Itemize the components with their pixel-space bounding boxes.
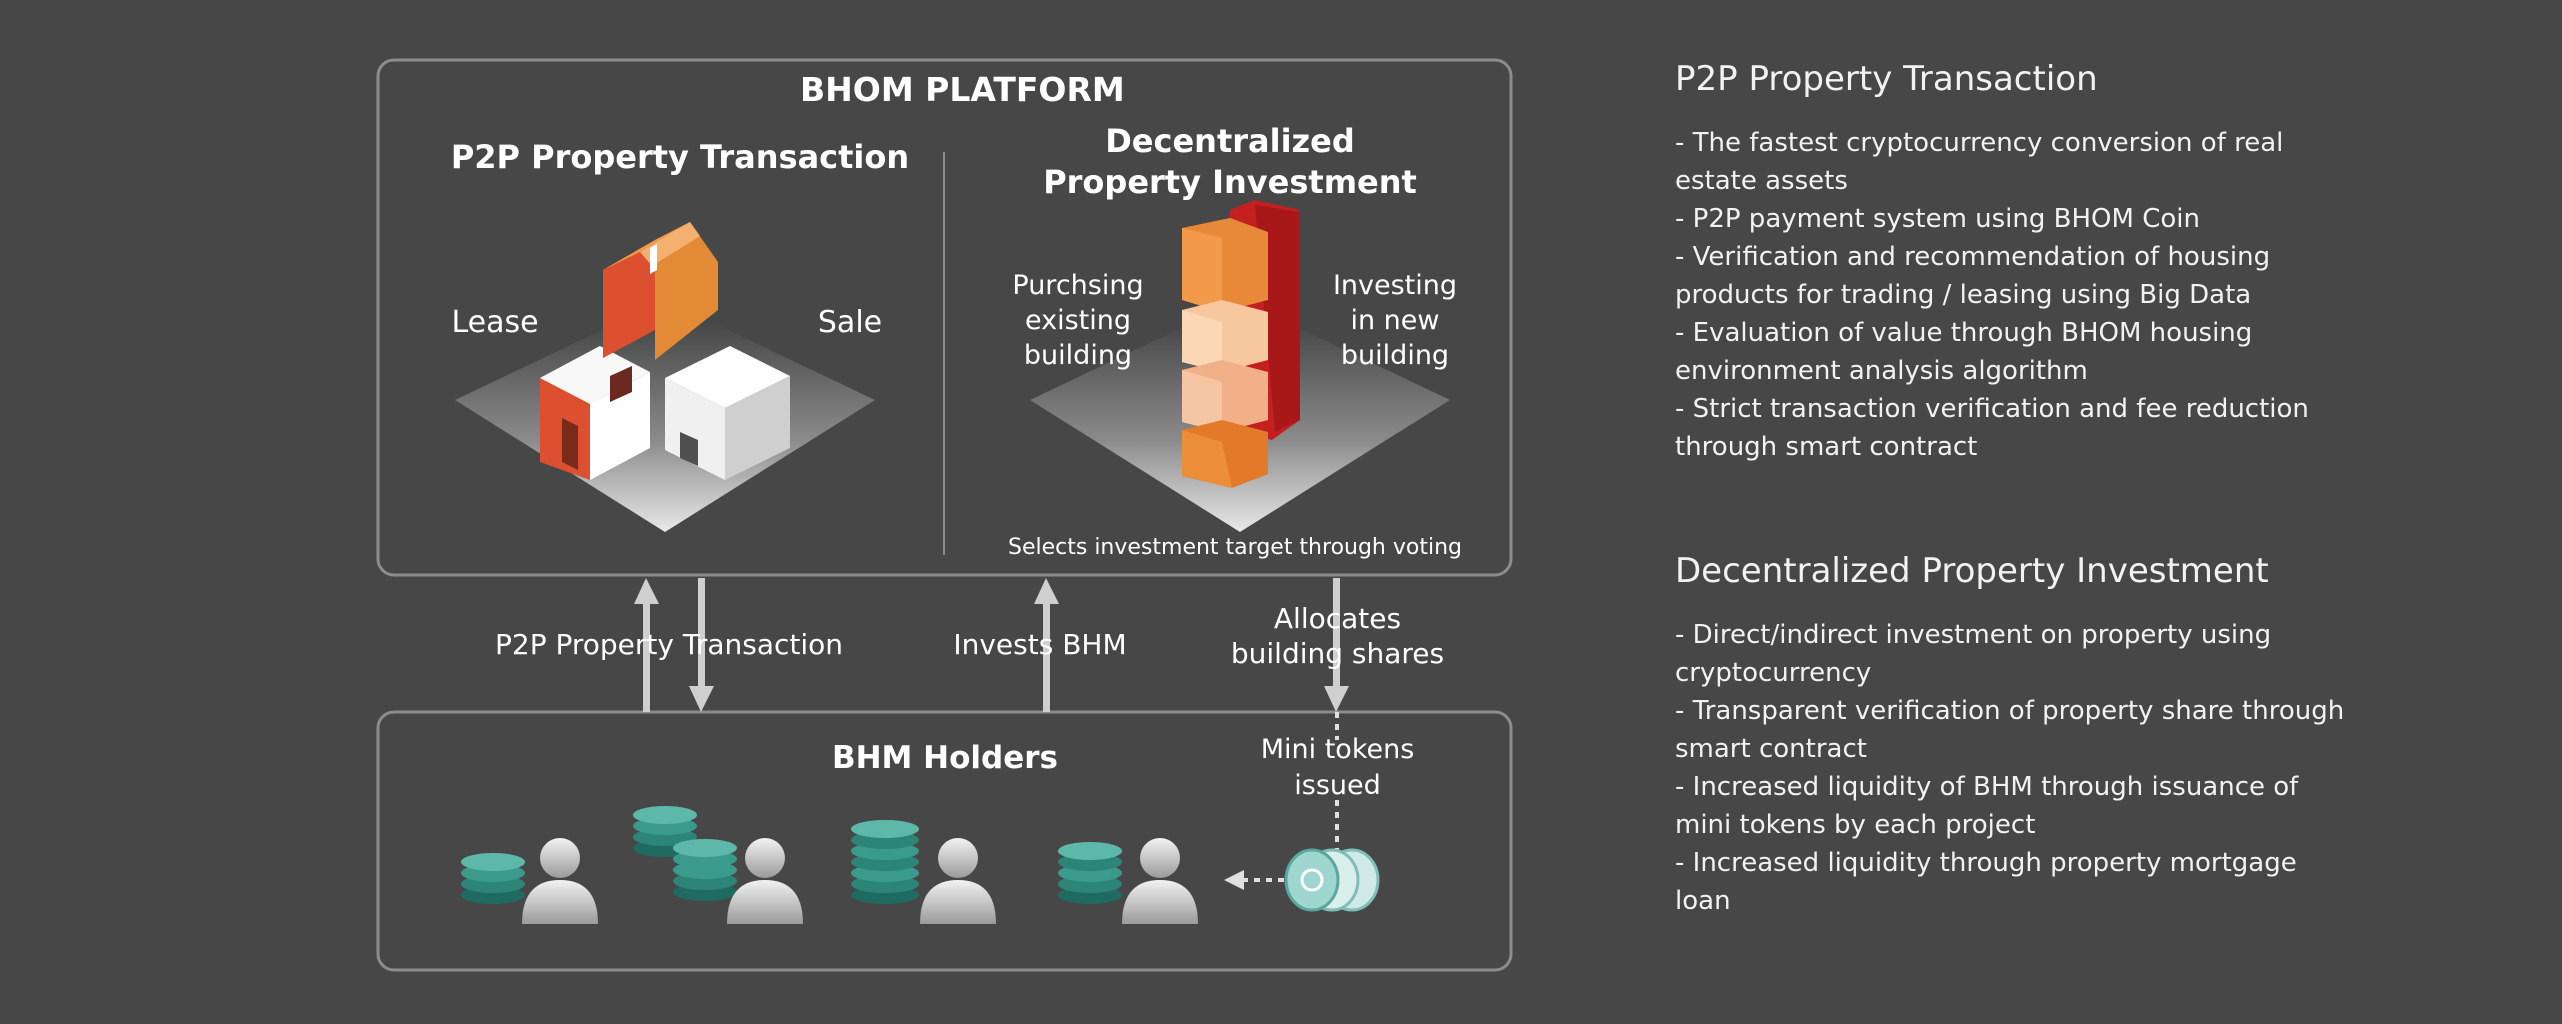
holder-3 [851, 820, 996, 924]
purchasing-label-line2: existing [1024, 305, 1132, 336]
investing-label-line1: Investing [1332, 270, 1458, 301]
flow-arrows [634, 578, 1349, 712]
p2p-description-heading: P2P Property Transaction [1675, 59, 2098, 99]
list-item: - Direct/indirect investment on property… [1675, 620, 2272, 688]
dpi-description-heading: Decentralized Property Investment [1675, 551, 2269, 591]
list-item: - Evaluation of value through BHOM housi… [1675, 318, 2253, 386]
dpi-title-line1: Decentralized [1105, 122, 1355, 160]
p2p-down-arrow [698, 578, 705, 692]
mini-tokens-label-line2: issued [1294, 770, 1381, 801]
investment-tower-illustration [1030, 200, 1450, 532]
mini-token-coins-icon [1284, 848, 1380, 912]
p2p-house-illustration [455, 222, 875, 532]
list-item: - Transparent verification of property s… [1675, 696, 2345, 764]
token-to-holder-arrowhead [1224, 870, 1244, 890]
platform-title: BHOM PLATFORM [800, 70, 1125, 109]
purchasing-label-line3: building [1023, 340, 1133, 371]
investing-label-line2: in new [1350, 305, 1440, 336]
voting-caption: Selects investment target through voting [1008, 535, 1462, 560]
invests-flow-label: Invests BHM [953, 628, 1127, 661]
list-item: - The fastest cryptocurrency conversion … [1675, 128, 2284, 196]
holder-2 [633, 806, 803, 924]
holder-1 [461, 838, 598, 924]
p2p-description-list: - The fastest cryptocurrency conversion … [1675, 124, 2355, 466]
invests-up-arrow [1043, 598, 1050, 712]
p2p-up-arrow [643, 598, 650, 712]
holder-4 [1058, 838, 1198, 924]
list-item: - Strict transaction verification and fe… [1675, 394, 2309, 462]
dpi-description-section: Decentralized Property Investment - Dire… [1675, 548, 2355, 920]
allocates-label-line1: Allocates [1273, 602, 1402, 635]
p2p-description-section: P2P Property Transaction - The fastest c… [1675, 56, 2355, 466]
holders-title: BHM Holders [831, 740, 1059, 776]
allocates-label-line2: building shares [1230, 637, 1445, 670]
bhm-holders-box [376, 710, 1513, 972]
list-item: - P2P payment system using BHOM Coin [1675, 204, 2200, 234]
p2p-flow-label: P2P Property Transaction [495, 628, 844, 661]
purchasing-label-line1: Purchsing [1012, 270, 1144, 301]
list-item: - Increased liquidity of BHM through iss… [1675, 772, 2299, 840]
mini-tokens-label-line1: Mini tokens [1260, 734, 1415, 765]
allocates-down-arrow [1333, 578, 1340, 692]
p2p-transaction-title: P2P Property Transaction [450, 138, 910, 176]
lease-label: Lease [451, 305, 539, 340]
list-item: - Verification and recommendation of hou… [1675, 242, 2271, 310]
list-item: - Increased liquidity through property m… [1675, 848, 2297, 916]
dpi-description-list: - Direct/indirect investment on property… [1675, 616, 2355, 920]
sale-label: Sale [817, 305, 883, 340]
dpi-title-line2: Property Investment [1043, 163, 1417, 201]
investing-label-line3: building [1340, 340, 1450, 371]
bhom-platform-box [376, 58, 1513, 577]
